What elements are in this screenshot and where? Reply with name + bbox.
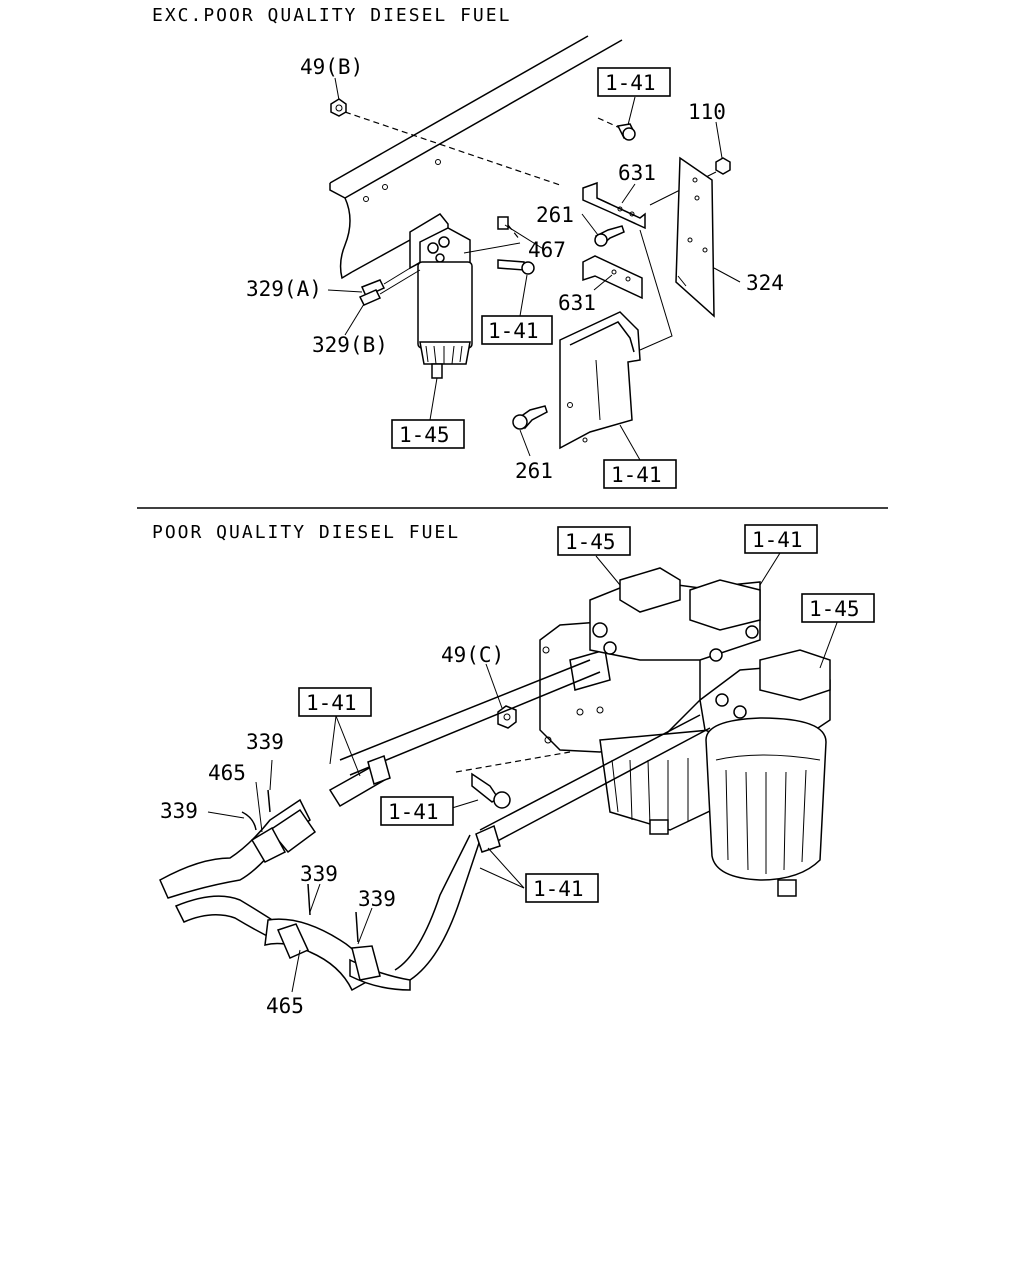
fuel-filter-single xyxy=(409,213,521,379)
label-465-b: 465 xyxy=(266,994,304,1018)
filter-head-left xyxy=(589,567,761,662)
ref-141-mid: 1-41 xyxy=(488,319,539,343)
fitting-329 xyxy=(358,261,421,306)
ref-box-141-hose xyxy=(298,687,372,717)
label-631-upper: 631 xyxy=(618,161,656,185)
ref-box-141-mid xyxy=(481,315,553,345)
ref-box-145-br xyxy=(801,593,875,623)
label-339-a: 339 xyxy=(246,730,284,754)
ref-box-145-bl xyxy=(557,526,631,556)
plate-324 xyxy=(675,156,741,318)
ref-145-top: 1-45 xyxy=(399,423,450,447)
ref-141-pipe: 1-41 xyxy=(533,877,584,901)
frame-rail xyxy=(329,35,623,280)
label-631-lower: 631 xyxy=(558,291,596,315)
fuel-hoses xyxy=(159,755,501,992)
label-49b: 49(B) xyxy=(300,55,363,79)
label-329b: 329(B) xyxy=(312,333,388,357)
filter-bracket xyxy=(559,229,673,450)
ref-141-bolt: 1-41 xyxy=(388,800,439,824)
label-339-b: 339 xyxy=(160,799,198,823)
bolt-261-lower xyxy=(512,405,548,430)
nut-49b xyxy=(330,98,561,186)
label-261-lower: 261 xyxy=(515,459,553,483)
ref-141-top: 1-41 xyxy=(605,71,656,95)
top-section-title: EXC.POOR QUALITY DIESEL FUEL xyxy=(152,5,511,26)
bolt-141-upper xyxy=(597,117,636,141)
label-261-upper: 261 xyxy=(536,203,574,227)
label-329a: 329(A) xyxy=(246,277,322,301)
bottom-section-title: POOR QUALITY DIESEL FUEL xyxy=(152,522,460,543)
nut-49c xyxy=(497,705,517,729)
ref-145-bl: 1-45 xyxy=(565,530,616,554)
bolt-141-mid xyxy=(497,259,535,275)
ref-box-141-br xyxy=(744,524,818,554)
bracket-631-lower xyxy=(582,255,643,300)
ref-box-141-pipe xyxy=(525,873,599,903)
ref-box-141-top xyxy=(597,67,671,97)
label-467: 467 xyxy=(528,238,566,262)
label-465-a: 465 xyxy=(208,761,246,785)
ref-box-141-bolt xyxy=(380,796,454,826)
top-leaders xyxy=(327,77,723,461)
ref-141-br: 1-41 xyxy=(752,528,803,552)
label-339-c: 339 xyxy=(300,862,338,886)
fuel-pipes xyxy=(339,659,711,981)
label-324: 324 xyxy=(746,271,784,295)
bolt-467 xyxy=(497,216,521,241)
ref-145-br: 1-45 xyxy=(809,597,860,621)
bolt-141-bottom xyxy=(455,751,571,809)
ref-141-low: 1-41 xyxy=(611,463,662,487)
label-339-d: 339 xyxy=(358,887,396,911)
bolt-261-upper xyxy=(594,225,625,247)
bracket-631-upper xyxy=(582,181,646,230)
bottom-leaders xyxy=(207,552,839,993)
filter-right xyxy=(699,649,831,897)
ref-box-145-top xyxy=(391,419,465,449)
label-49c: 49(C) xyxy=(441,643,504,667)
label-110: 110 xyxy=(688,100,726,124)
ref-141-hose: 1-41 xyxy=(306,691,357,715)
hose-clamps xyxy=(241,789,359,943)
filter-bowl-left xyxy=(599,729,713,835)
ref-box-141-low xyxy=(603,459,677,489)
